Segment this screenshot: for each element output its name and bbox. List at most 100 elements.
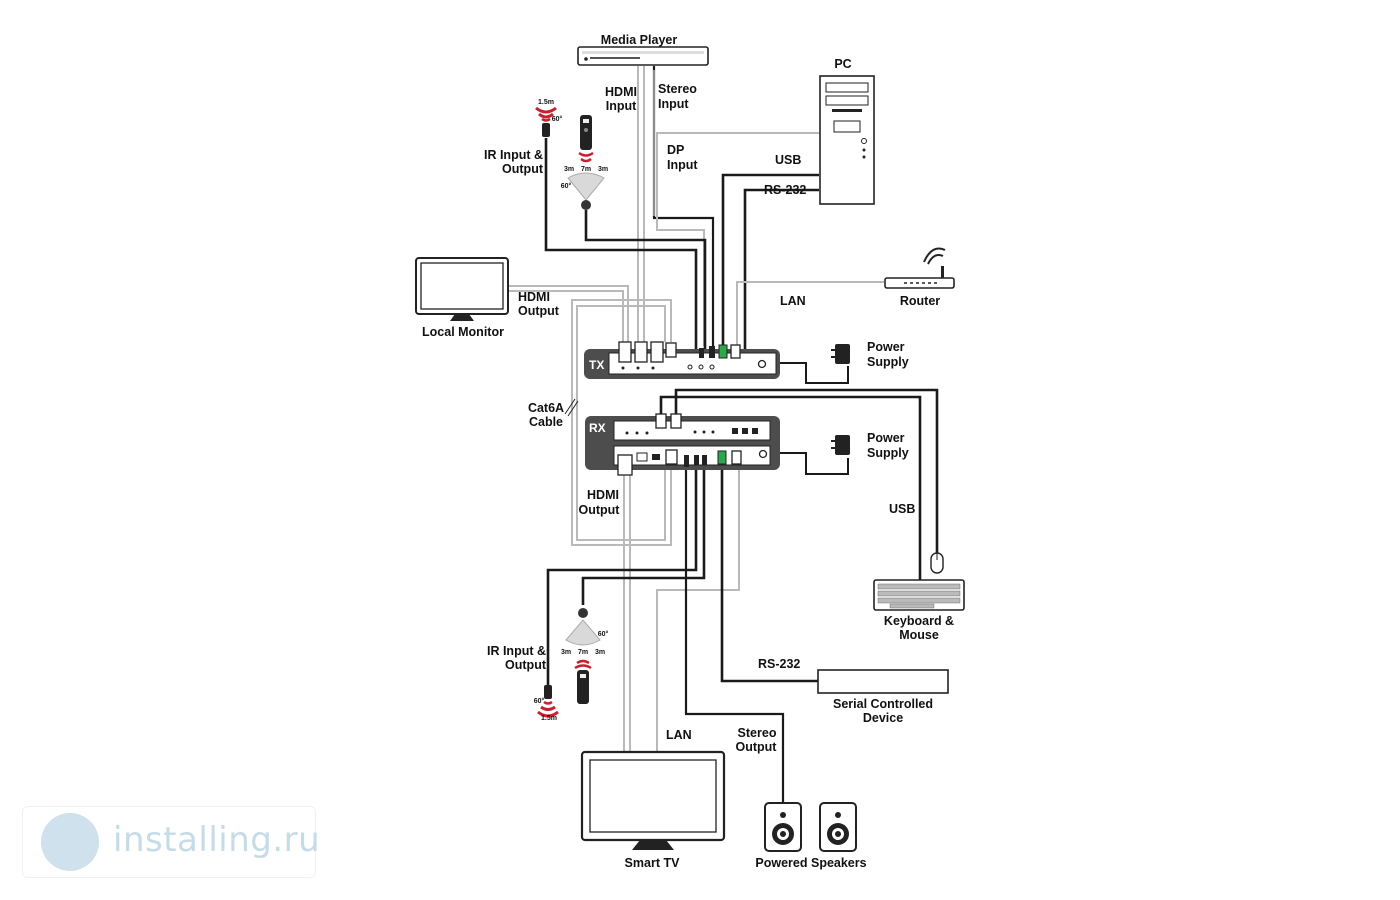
usb-mouse-cable: [674, 388, 939, 553]
ir-bottom-angle: 60°: [534, 697, 545, 705]
speaker-left-dust-cap: [780, 831, 786, 837]
hdmi-output-top-label-1: HDMI: [518, 290, 550, 304]
tx-led-2: [636, 366, 640, 370]
ir-receiver-fan-bottom: [565, 619, 601, 646]
remote-wave-2: [580, 157, 592, 163]
ir-receiver-bottom: 60° 3m 7m 3m: [561, 608, 609, 656]
rx-front-led-6: [711, 430, 715, 434]
cat6a-label-1: Cat6A: [528, 401, 564, 415]
ir-bottom-label-1: IR Input &: [487, 644, 546, 658]
ps-rx-prong-1: [831, 440, 836, 442]
stereo-input-label-1: Stereo: [658, 82, 697, 96]
remote-wave-1: [578, 151, 594, 157]
keyboard-mouse-label-1: Keyboard &: [884, 614, 954, 628]
ir-bottom-angle2: 60°: [598, 630, 609, 638]
rx-front-button-1: [732, 428, 738, 434]
rx-label: RX: [589, 421, 606, 435]
rx-front-led-4: [693, 430, 697, 434]
dp-input-label-2: Input: [667, 158, 698, 172]
rx-lan-port: [731, 450, 742, 465]
remote-button: [584, 128, 588, 132]
tx-label: TX: [589, 358, 604, 372]
ir-emitter-top: 1.5m 60°: [535, 99, 563, 137]
watermark-text: installing.ru: [113, 820, 321, 860]
rx-power-port: [758, 449, 768, 459]
ir-emitter-bottom: 60° 1.5m: [534, 685, 559, 722]
tx-plug-1: [618, 341, 632, 363]
power-supply-tx: [831, 344, 850, 364]
usb-top-label: USB: [775, 153, 801, 167]
cat6a-cable-b: [576, 305, 666, 541]
tx-audio-jack: [709, 346, 715, 358]
media-player: Media Player: [577, 33, 709, 66]
media-player-slot: [582, 51, 704, 54]
cat6a-label-2: Cable: [529, 415, 563, 429]
remote-b-body: [577, 670, 589, 704]
ir-top-angle: 60°: [552, 115, 563, 123]
speaker-right: [819, 802, 857, 852]
rx-front-led-1: [625, 431, 629, 435]
power-tx-cable: [770, 362, 849, 384]
rx-front-button-3: [752, 428, 758, 434]
rx-front-button-2: [742, 428, 748, 434]
rx-usb-plug-1: [655, 413, 667, 429]
rx-usb-plug-2: [670, 413, 682, 429]
hdmi-monitor-cable: [508, 285, 629, 344]
ir-top-left: 3m: [564, 166, 574, 173]
tx-device: TX: [584, 341, 780, 379]
ir-emitter-b-body: [544, 685, 552, 699]
smart-tv-label: Smart TV: [625, 856, 681, 870]
ir-top-cable-2: [584, 210, 707, 350]
hdmi-output-bottom-label-1: HDMI: [587, 488, 619, 502]
monitor-stand: [450, 314, 474, 321]
remote-b-screen: [580, 674, 586, 678]
wifi-arc-2: [923, 247, 946, 263]
pc-bay: [833, 120, 861, 133]
ir-top-right: 3m: [598, 166, 608, 173]
stereo-input-label-2: Input: [658, 97, 689, 111]
serial-device-label-1: Serial Controlled: [833, 697, 933, 711]
ir-bottom-label-2: Output: [505, 658, 547, 672]
keyboard-keys: [877, 583, 961, 609]
tx-panel: [608, 352, 777, 375]
rx-ir-jack-1: [694, 455, 699, 465]
media-player-label: Media Player: [601, 33, 678, 47]
lan-bottom-label: LAN: [666, 728, 692, 742]
ir-wave-2: [538, 112, 554, 119]
dp-input-label-1: DP: [667, 143, 684, 157]
power-rx-cable: [772, 452, 849, 475]
ir-top-cable-1: [544, 138, 698, 350]
remote-control-bottom: [574, 659, 592, 704]
pc-power-button: [861, 138, 867, 144]
ir-top-angle2: 60°: [561, 182, 572, 190]
rx-usb-port: [636, 452, 648, 462]
hdmi-output-top-label-2: Output: [518, 304, 560, 318]
rx-front-panel: [613, 420, 771, 441]
rx-hdmi-plug: [617, 454, 633, 476]
ir-wave-1: [535, 106, 557, 114]
cables: [508, 66, 939, 803]
speaker-left: [764, 802, 802, 852]
local-monitor-label: Local Monitor: [422, 325, 504, 339]
usb-keyboard-cable: [659, 395, 922, 580]
tx-led-5: [698, 364, 704, 370]
ir-b-wave-2: [540, 705, 556, 711]
keyboard-mouse-label-2: Mouse: [899, 628, 939, 642]
hdmi-monitor-cable-b: [508, 290, 624, 344]
ir-top-near: 1.5m: [538, 99, 554, 106]
lan-top-label: LAN: [780, 294, 806, 308]
smart-tv: Smart TV: [580, 750, 726, 870]
ir-bottom-mid: 7m: [578, 649, 588, 656]
speaker-left-tweeter: [780, 812, 786, 818]
ps-prong-1: [831, 349, 836, 351]
rx-front-led-3: [645, 431, 649, 435]
ir-bottom-right: 3m: [595, 649, 605, 656]
rx-device: RX: [585, 413, 780, 476]
watermark: installing.ru: [22, 806, 320, 878]
rs232-serial-cable: [720, 470, 818, 683]
ir-top-mid: 7m: [581, 166, 591, 173]
remote-b-wave-2: [574, 664, 592, 670]
ir-b-wave-1: [543, 700, 553, 705]
rx-audio-jack: [684, 455, 689, 467]
router: Router: [884, 247, 955, 308]
